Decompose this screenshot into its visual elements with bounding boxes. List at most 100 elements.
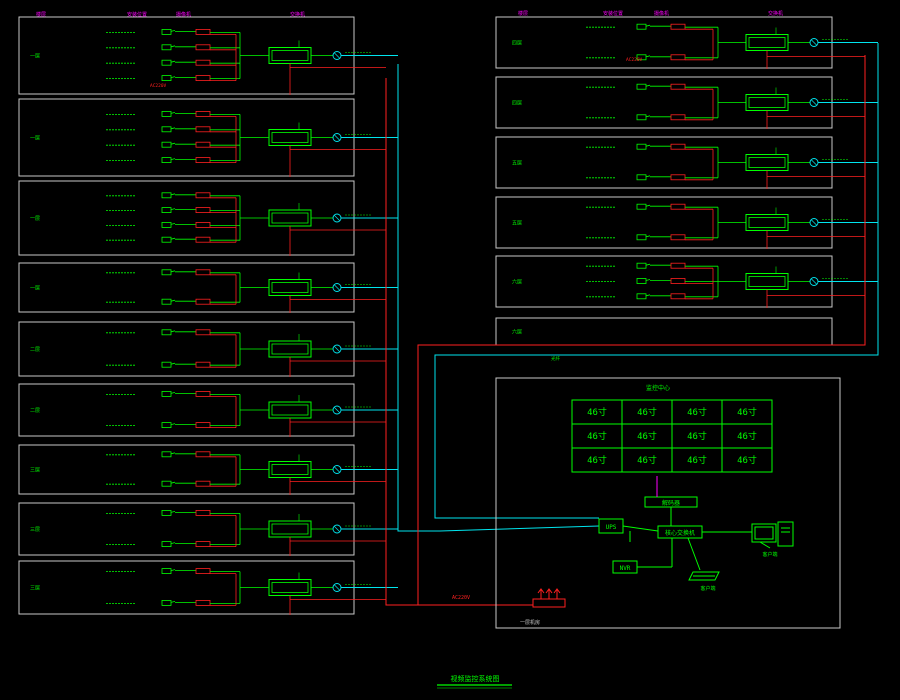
video-trunk-to-ups xyxy=(439,525,600,532)
monitor-size-label: 46寸 xyxy=(687,454,707,466)
camera-lens xyxy=(170,193,176,196)
camera-lens xyxy=(170,542,176,544)
camera-body xyxy=(636,278,647,284)
camera-body xyxy=(161,269,172,276)
access-switch-inner xyxy=(271,132,309,143)
camera-icon xyxy=(161,422,176,429)
monitor-cell xyxy=(721,447,773,473)
camera-body xyxy=(161,111,172,117)
laptop-label: 客户端 xyxy=(700,585,715,592)
floor-label: 五层 xyxy=(512,161,522,167)
camera-body xyxy=(161,361,172,368)
camera-section: 三层 xyxy=(18,502,398,556)
camera-lens xyxy=(170,481,176,484)
poe-module xyxy=(670,234,686,241)
fiber-converter-cross xyxy=(333,52,341,59)
camera-body xyxy=(636,203,647,210)
floor-label: 一层 xyxy=(30,216,40,222)
camera-body xyxy=(161,75,172,81)
poe-module xyxy=(195,141,211,148)
power-outlets xyxy=(537,588,561,599)
camera-body xyxy=(161,541,172,547)
poe-module xyxy=(670,203,686,210)
camera-icon xyxy=(161,221,176,228)
camera-lens xyxy=(170,158,176,160)
camera-icon xyxy=(636,203,651,210)
column-header: 安装位置 xyxy=(603,10,623,17)
camera-icon xyxy=(161,111,176,117)
camera-lens xyxy=(170,452,176,455)
switch-to-laptop-line xyxy=(687,537,701,571)
monitor-size-label: 46寸 xyxy=(637,406,657,418)
ups-label: UPS xyxy=(606,524,617,531)
camera-body xyxy=(636,143,647,150)
camera-lens xyxy=(645,144,651,147)
poe-module xyxy=(195,192,211,199)
camera-lens xyxy=(170,60,176,63)
floor-label: 一层 xyxy=(30,136,40,142)
camera-icon xyxy=(636,54,651,61)
monitor-size-label: 46寸 xyxy=(737,406,757,418)
camera-lens xyxy=(170,569,176,571)
monitor-size-label: 46寸 xyxy=(687,406,707,418)
access-switch-inner xyxy=(748,276,786,287)
floor-label: 四层 xyxy=(512,41,522,47)
camera-lens xyxy=(170,127,176,130)
poe-module xyxy=(670,278,686,284)
poe-module xyxy=(195,44,211,51)
poe-module xyxy=(670,174,686,181)
access-switch-inner xyxy=(271,464,309,475)
access-switch-inner xyxy=(271,343,309,355)
poe-module xyxy=(195,126,211,133)
control-room-title: 监控中心 xyxy=(646,384,670,392)
camera-icon xyxy=(636,262,651,269)
camera-icon xyxy=(636,293,651,300)
poe-module xyxy=(195,269,211,276)
workstation-label: 客户端 xyxy=(762,551,777,558)
camera-lens xyxy=(645,294,651,297)
workstation-icon xyxy=(751,521,794,549)
column-header: 安装位置 xyxy=(127,11,147,18)
camera-body xyxy=(636,23,647,30)
room-power-label: AC220V xyxy=(452,595,470,601)
fiber-converter-cross xyxy=(333,284,341,291)
poe-module xyxy=(670,83,686,90)
camera-icon xyxy=(161,236,176,243)
fiber-converter-cross xyxy=(333,406,341,414)
camera-body xyxy=(636,83,647,90)
camera-body xyxy=(161,157,172,164)
camera-lens xyxy=(645,55,651,58)
left-video-trunk xyxy=(397,64,440,532)
access-switch-inner xyxy=(271,523,309,535)
camera-icon xyxy=(636,234,651,241)
camera-icon xyxy=(161,192,176,199)
camera-icon xyxy=(161,28,176,35)
access-switch-inner xyxy=(748,37,786,48)
poe-module xyxy=(195,422,211,429)
camera-body xyxy=(636,54,647,61)
camera-lens xyxy=(170,270,176,273)
camera-icon xyxy=(161,157,176,164)
camera-body xyxy=(636,262,647,269)
monitor-size-label: 46寸 xyxy=(737,430,757,442)
floor-label: 二层 xyxy=(30,408,40,414)
monitor-size-label: 46寸 xyxy=(737,454,757,466)
camera-body xyxy=(161,600,172,606)
camera-lens xyxy=(170,45,176,48)
floor-label: 二层 xyxy=(30,347,40,353)
camera-section: 四层 xyxy=(495,76,878,129)
camera-icon xyxy=(161,509,176,516)
camera-body xyxy=(161,126,172,133)
power-note: AC220V xyxy=(150,83,167,89)
fiber-converter-cross xyxy=(333,466,341,473)
camera-icon xyxy=(636,174,651,181)
column-header: 楼层 xyxy=(518,10,528,17)
access-switch-inner xyxy=(271,212,309,224)
camera-icon xyxy=(161,480,176,487)
poe-module xyxy=(195,111,211,117)
camera-icon xyxy=(636,143,651,150)
camera-lens xyxy=(170,392,176,394)
